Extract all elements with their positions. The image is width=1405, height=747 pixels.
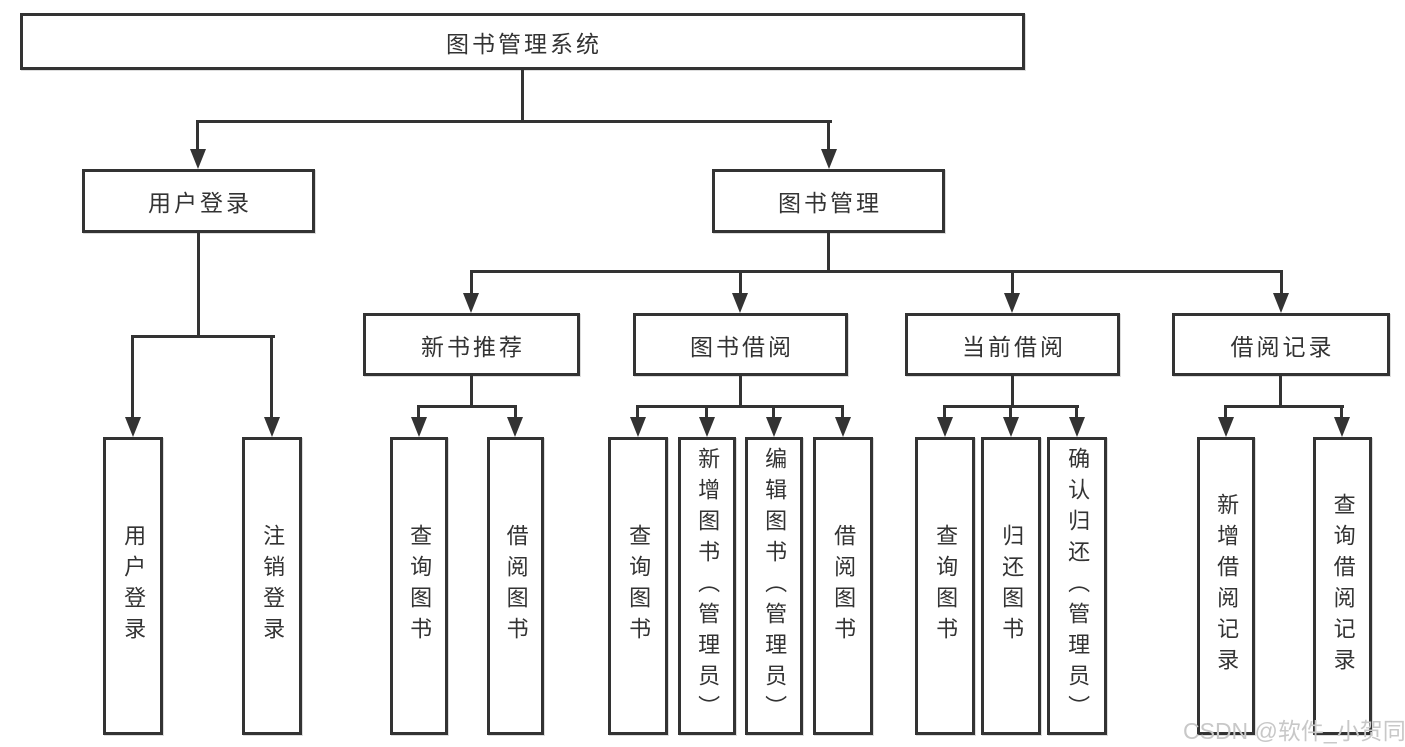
connector-line <box>841 405 844 419</box>
leaf-bb-edit-books-admin: 编辑图书（管理员） <box>745 437 803 735</box>
leaf-user-login: 用户登录 <box>103 437 163 735</box>
arrow-down-icon <box>766 417 782 437</box>
connector-line <box>1075 405 1078 419</box>
arrow-down-icon <box>190 149 206 169</box>
leaf-br-add-record: 新增借阅记录 <box>1197 437 1255 735</box>
arrow-down-icon <box>630 417 646 437</box>
leaf-logout: 注销登录 <box>242 437 302 735</box>
node-user-login: 用户登录 <box>82 169 315 233</box>
node-book-management: 图书管理 <box>712 169 945 233</box>
connector-line <box>1340 405 1343 419</box>
arrow-down-icon <box>1218 417 1234 437</box>
leaf-bb-borrow-books: 借阅图书 <box>813 437 873 735</box>
arrow-down-icon <box>835 417 851 437</box>
connector-line <box>197 233 200 337</box>
connector-line <box>1224 405 1227 419</box>
connector-line <box>514 405 517 419</box>
node-new-book-recommend: 新书推荐 <box>363 313 580 376</box>
leaf-cb-query-books: 查询图书 <box>915 437 975 735</box>
leaf-nbr-query-books: 查询图书 <box>390 437 448 735</box>
arrow-down-icon <box>1273 293 1289 313</box>
connector-line <box>1279 376 1282 407</box>
connector-line <box>943 405 946 419</box>
watermark-text: CSDN @软件_小贺同学 <box>1183 718 1405 744</box>
leaf-cb-return-books: 归还图书 <box>981 437 1041 735</box>
arrow-down-icon <box>1069 417 1085 437</box>
connector-line <box>131 335 134 419</box>
connector-line <box>196 120 832 123</box>
arrow-down-icon <box>411 417 427 437</box>
connector-line <box>470 270 473 295</box>
arrow-down-icon <box>1004 293 1020 313</box>
arrow-down-icon <box>1003 417 1019 437</box>
connector-line <box>417 405 517 408</box>
connector-line <box>636 405 639 419</box>
leaf-bb-add-books-admin: 新增图书（管理员） <box>678 437 736 735</box>
connector-line <box>470 376 473 407</box>
arrow-down-icon <box>264 417 280 437</box>
leaf-bb-query-books: 查询图书 <box>608 437 668 735</box>
connector-line <box>827 120 830 151</box>
node-borrowing-records: 借阅记录 <box>1172 313 1390 376</box>
connector-line <box>521 70 524 123</box>
node-book-borrowing: 图书借阅 <box>633 313 848 376</box>
arrow-down-icon <box>699 417 715 437</box>
leaf-br-query-record: 查询借阅记录 <box>1313 437 1372 735</box>
connector-line <box>1011 270 1014 295</box>
connector-line <box>470 270 1283 273</box>
arrow-down-icon <box>507 417 523 437</box>
leaf-nbr-borrow-books: 借阅图书 <box>487 437 544 735</box>
arrow-down-icon <box>937 417 953 437</box>
connector-line <box>636 405 844 408</box>
connector-line <box>270 335 273 419</box>
connector-line <box>705 405 708 419</box>
leaf-cb-confirm-return-admin: 确认归还（管理员） <box>1047 437 1107 735</box>
connector-line <box>1280 270 1283 295</box>
arrow-down-icon <box>1334 417 1350 437</box>
arrow-down-icon <box>125 417 141 437</box>
connector-line <box>1009 405 1012 419</box>
connector-line <box>131 335 275 338</box>
connector-line <box>1011 376 1014 407</box>
connector-line <box>772 405 775 419</box>
connector-line <box>417 405 420 419</box>
arrow-down-icon <box>463 293 479 313</box>
arrow-down-icon <box>732 293 748 313</box>
node-library-management-system: 图书管理系统 <box>20 13 1025 70</box>
node-current-borrowing: 当前借阅 <box>905 313 1120 376</box>
connector-line <box>739 376 742 407</box>
arrow-down-icon <box>821 149 837 169</box>
connector-line <box>196 120 199 151</box>
connector-line <box>1224 405 1344 408</box>
connector-line <box>827 233 830 273</box>
connector-line <box>739 270 742 295</box>
